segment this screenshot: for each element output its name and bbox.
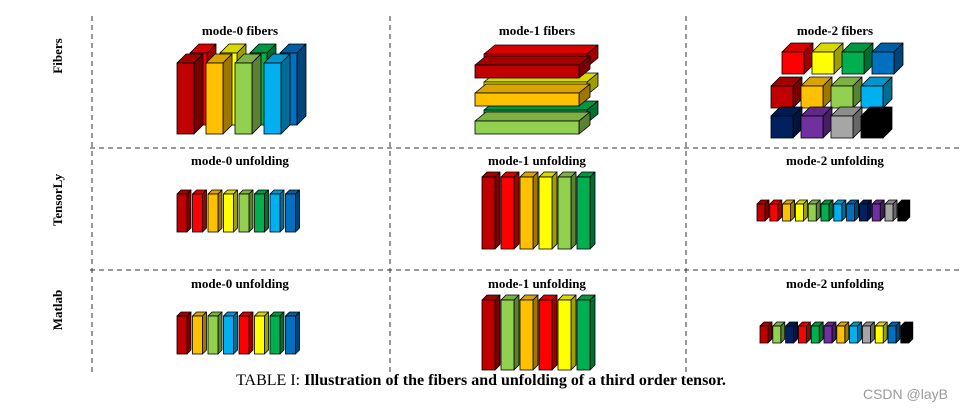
matlab-mode1-slab [481, 294, 501, 371]
matlab-mode2-slab [849, 321, 862, 344]
title-fibers-mode0: mode-0 fibers [201, 23, 279, 38]
row-label-fibers: Fibers [50, 38, 65, 74]
title-matlab-mode1: mode-1 unfolding [488, 276, 586, 291]
matlab-mode1-slab [519, 294, 539, 371]
tensorly-mode2-slab [884, 199, 898, 222]
fiber-mode0-front [205, 53, 233, 135]
title-tensorly-mode2: mode-2 unfolding [786, 153, 884, 168]
matlab-mode2-slab [900, 321, 914, 344]
fiber-mode0-front [234, 53, 262, 135]
row-label-matlab: Matlab [50, 289, 65, 331]
matlab-mode0-slab [223, 311, 238, 355]
tensorly-mode2-slab [756, 199, 770, 222]
tensorly-mode1-slab [538, 171, 558, 250]
tensorly-mode0-slab [176, 189, 192, 233]
matlab-mode0-slab [207, 311, 223, 355]
row-label-tensorly: TensorLy [50, 173, 65, 227]
caption-text: Illustration of the fibers and unfolding… [304, 372, 726, 389]
matlab-mode1-slab [576, 294, 596, 371]
tensorly-mode2-slab [871, 199, 885, 222]
tensorly-mode1-slab [519, 171, 539, 250]
matlab-mode0-slab [238, 311, 254, 355]
tensorly-mode1-slab [500, 171, 520, 250]
matlab-mode1-slab [500, 294, 520, 371]
tensorly-mode0-slab [207, 189, 223, 233]
tensorly-mode2-slab [795, 199, 808, 222]
caption-prefix: TABLE I: [236, 372, 305, 389]
fiber-mode2-back [841, 42, 874, 75]
fiber-mode2-back [811, 42, 844, 75]
matlab-mode2-slab [785, 321, 798, 344]
fiber-mode2-front [830, 76, 863, 109]
tensorly-mode2-slab [807, 199, 821, 222]
tensorly-mode1-slab [576, 171, 596, 250]
matlab-mode2-slab [862, 321, 875, 344]
matlab-mode0-slab [176, 311, 192, 355]
matlab-mode2-slab [759, 321, 773, 344]
matlab-mode1-slab [557, 294, 577, 371]
title-matlab-mode2: mode-2 unfolding [786, 276, 884, 291]
matlab-mode0-slab [285, 311, 300, 355]
matlab-mode1-slab [538, 294, 558, 371]
table-caption: TABLE I: Illustration of the fibers and … [0, 372, 962, 390]
tensorly-mode2-slab [769, 199, 783, 222]
matlab-mode2-slab [887, 321, 901, 344]
title-tensorly-mode1: mode-1 unfolding [488, 153, 586, 168]
fiber-mode2-back [871, 42, 904, 75]
fiber-mode2-back [781, 42, 814, 75]
watermark: CSDN @layB [862, 386, 948, 402]
tensorly-mode0-slab [269, 189, 285, 233]
tensorly-mode2-slab [897, 199, 911, 222]
matlab-mode2-slab [823, 321, 837, 344]
fiber-mode2-front [800, 106, 833, 139]
tensorly-mode0-slab [254, 189, 269, 233]
title-fibers-mode2: mode-2 fibers [796, 23, 874, 38]
tensorly-mode2-slab [833, 199, 847, 222]
tensorly-mode0-slab [285, 189, 300, 233]
fiber-mode1-front [474, 111, 591, 135]
matlab-mode0-slab [269, 311, 285, 355]
fiber-mode2-front [770, 76, 803, 109]
matlab-mode0-slab [254, 311, 269, 355]
tensorly-mode1-slab [481, 171, 501, 250]
matlab-mode2-slab [772, 321, 786, 344]
tensorly-mode2-slab [820, 199, 834, 222]
tensorly-mode0-slab [192, 189, 207, 233]
tensorly-mode2-slab [846, 199, 859, 222]
tensorly-mode1-slab [557, 171, 577, 250]
matlab-mode2-slab [798, 321, 811, 344]
fiber-mode1-front [474, 83, 591, 107]
matlab-mode0-slab [192, 311, 207, 355]
title-matlab-mode0: mode-0 unfolding [191, 276, 289, 291]
matlab-mode2-slab [836, 321, 850, 344]
fiber-mode0-front [263, 53, 291, 135]
matlab-mode2-slab [874, 321, 888, 344]
fiber-mode2-front [830, 106, 863, 139]
fiber-mode2-front [770, 106, 803, 139]
matlab-mode2-slab [810, 321, 824, 344]
tensorly-mode0-slab [223, 189, 238, 233]
fiber-mode2-front [860, 76, 893, 109]
tensorly-mode2-slab [782, 199, 795, 222]
tensorly-mode2-slab [859, 199, 872, 222]
title-fibers-mode1: mode-1 fibers [498, 23, 576, 38]
tensorly-mode0-slab [238, 189, 254, 233]
fiber-mode1-front [474, 55, 591, 79]
fiber-mode0-front [176, 53, 204, 135]
fiber-mode2-front [860, 106, 893, 139]
title-tensorly-mode0: mode-0 unfolding [191, 153, 289, 168]
fiber-mode2-front [800, 76, 833, 109]
